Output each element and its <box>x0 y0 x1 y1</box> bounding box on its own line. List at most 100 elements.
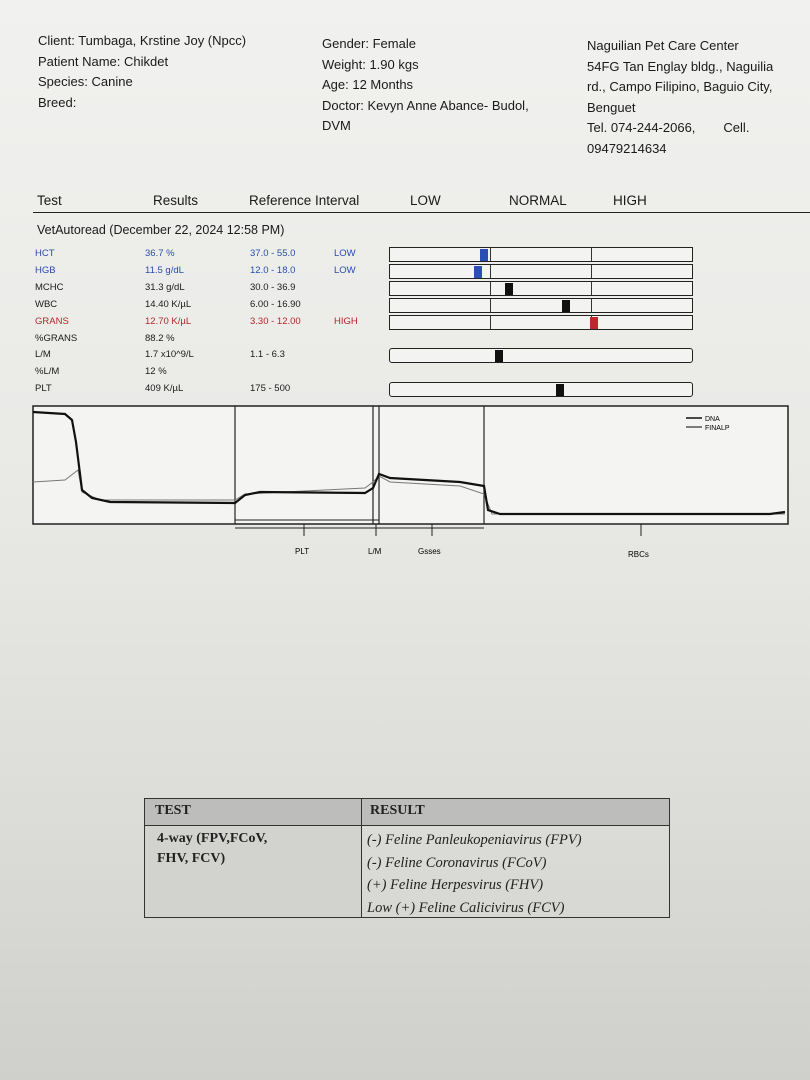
col-normal: NORMAL <box>509 193 567 208</box>
result-fcv: Low (+) Feline Calicivirus (FCV) <box>367 899 565 916</box>
clinic-cell: 09479214634 <box>587 140 667 156</box>
weight: Weight: 1.90 kgs <box>322 56 419 72</box>
range-marker <box>495 350 503 363</box>
reference-range: 3.30 - 12.00 <box>250 315 301 327</box>
test-cell-bg <box>145 826 361 917</box>
result-value: 36.7 % <box>145 248 175 259</box>
test-name-cell: MCHC <box>35 281 64 293</box>
range-marker <box>474 265 482 278</box>
test-results: (-) Feline Panleukopeniavirus (FPV) (-) … <box>367 829 582 919</box>
range-marker <box>562 299 570 312</box>
patient-info: Gender: Female Weight: 1.90 kgs Age: 12 … <box>322 34 529 137</box>
test-name-cell: L/M <box>35 349 51 361</box>
test-name-cell: HGB <box>35 264 56 276</box>
col-high: HIGH <box>613 193 647 208</box>
client-name: Client: Tumbaga, Krstine Joy (Npcc) <box>38 33 247 48</box>
range-divider <box>490 264 491 278</box>
gender: Gender: Female <box>322 36 416 51</box>
clinic-addr3: Benguet <box>587 99 636 115</box>
reference-range: 12.0 - 18.0 <box>250 264 296 276</box>
patient-name: Patient Name: Chikdet <box>38 53 169 69</box>
autoread-title: VetAutoread (December 22, 2024 12:58 PM) <box>37 223 285 237</box>
range-divider <box>490 248 491 261</box>
test-name-cell: GRANS <box>35 315 69 327</box>
test-name-cell: HCT <box>35 248 55 259</box>
range-bar <box>389 348 693 364</box>
age: Age: 12 Months <box>322 77 414 92</box>
result-value: 12 % <box>145 366 167 378</box>
range-bar <box>389 297 693 313</box>
table-head-result-cell: RESULT <box>362 799 669 826</box>
result-value: 14.40 K/µL <box>145 298 192 310</box>
clinic-name: Naguilian Pet Care Center <box>587 38 739 53</box>
flag-label: HIGH <box>334 315 358 327</box>
result-fpv: (-) Feline Panleukopeniavirus (FPV) <box>367 832 582 848</box>
clinic-info: Naguilian Pet Care Center 54FG Tan Engla… <box>587 36 810 159</box>
clinic-cell-label: Cell. <box>723 120 750 135</box>
test-name-line2: FHV, FCV) <box>157 851 226 866</box>
legend-dna: DNA <box>705 416 720 423</box>
range-bar <box>389 263 693 279</box>
result-value: 88.2 % <box>145 332 175 344</box>
doctor-line1: Doctor: Kevyn Anne Abance- Budol, <box>322 97 529 113</box>
reference-range: 37.0 - 55.0 <box>250 248 296 259</box>
clinic-tel: Tel. 074-244-2066, <box>587 120 696 135</box>
histogram: DNA FINALP PLT L/M Gsses RBCs <box>32 405 789 559</box>
result-value: 11.5 g/dL <box>145 264 184 276</box>
range-marker <box>480 249 488 261</box>
test-name-cell: %GRANS <box>35 332 78 344</box>
test-name: 4-way (FPV,FCoV, FHV, FCV) <box>157 829 267 869</box>
result-value: 12.70 K/µL <box>145 315 192 327</box>
doctor-line2: DVM <box>322 118 351 133</box>
range-marker <box>590 316 598 329</box>
col-low: LOW <box>410 193 441 208</box>
col-reference: Reference Interval <box>249 193 360 208</box>
test-name-cell: %L/M <box>35 366 60 378</box>
label-plt: PLT <box>295 547 309 556</box>
result-fcov: (-) Feline Coronavirus (FCoV) <box>367 854 547 871</box>
clinic-tel-line: Tel. 074-244-2066, Cell. <box>587 118 810 139</box>
clinic-addr1: 54FG Tan Englay bldg., Naguilia <box>587 58 774 74</box>
histogram-frame <box>32 405 789 525</box>
header-rule <box>33 212 810 213</box>
range-divider <box>490 298 491 312</box>
range-divider <box>591 298 592 312</box>
range-marker <box>505 282 513 295</box>
table-head-test-cell: TEST <box>145 799 361 826</box>
legend-finalp: FINALP <box>705 425 730 432</box>
range-divider <box>490 281 491 295</box>
label-gsses: Gsses <box>418 547 441 556</box>
range-marker <box>556 384 564 397</box>
range-divider <box>591 248 592 261</box>
range-bar <box>389 247 693 262</box>
result-value: 409 K/µL <box>145 383 184 395</box>
range-bar <box>389 382 693 398</box>
test-name-cell: WBC <box>35 298 58 310</box>
label-lm: L/M <box>368 547 382 556</box>
reference-range: 30.0 - 36.9 <box>250 281 296 293</box>
label-rbcs: RBCs <box>628 550 649 559</box>
test-name-line1: 4-way (FPV,FCoV, <box>157 831 268 846</box>
result-fhv: (+) Feline Herpesvirus (FHV) <box>367 877 544 893</box>
result-value: 1.7 x10^9/L <box>145 349 194 361</box>
reference-range: 1.1 - 6.3 <box>250 349 285 361</box>
result-value: 31.3 g/dL <box>145 281 185 293</box>
reference-range: 6.00 - 16.90 <box>250 298 301 310</box>
histogram-dna-trace <box>32 410 786 516</box>
range-bar <box>389 280 693 296</box>
table-head-test: TEST <box>155 803 191 818</box>
flag-label: LOW <box>334 264 356 276</box>
table-head-result: RESULT <box>370 803 425 818</box>
test-name-cell: PLT <box>35 383 52 395</box>
test-result-table: TEST RESULT 4-way (FPV,FCoV, FHV, FCV) (… <box>144 798 670 918</box>
table-divider <box>361 799 362 917</box>
clinic-addr2: rd., Campo Filipino, Baguio City, <box>587 79 773 94</box>
col-results: Results <box>153 193 199 208</box>
client-info: Client: Tumbaga, Krstine Joy (Npcc) Pati… <box>38 31 246 113</box>
reference-range: 175 - 500 <box>250 383 291 395</box>
range-divider <box>490 315 491 329</box>
range-divider <box>591 264 592 278</box>
species: Species: Canine <box>38 74 133 89</box>
range-divider <box>591 281 592 295</box>
col-test: Test <box>37 193 62 208</box>
